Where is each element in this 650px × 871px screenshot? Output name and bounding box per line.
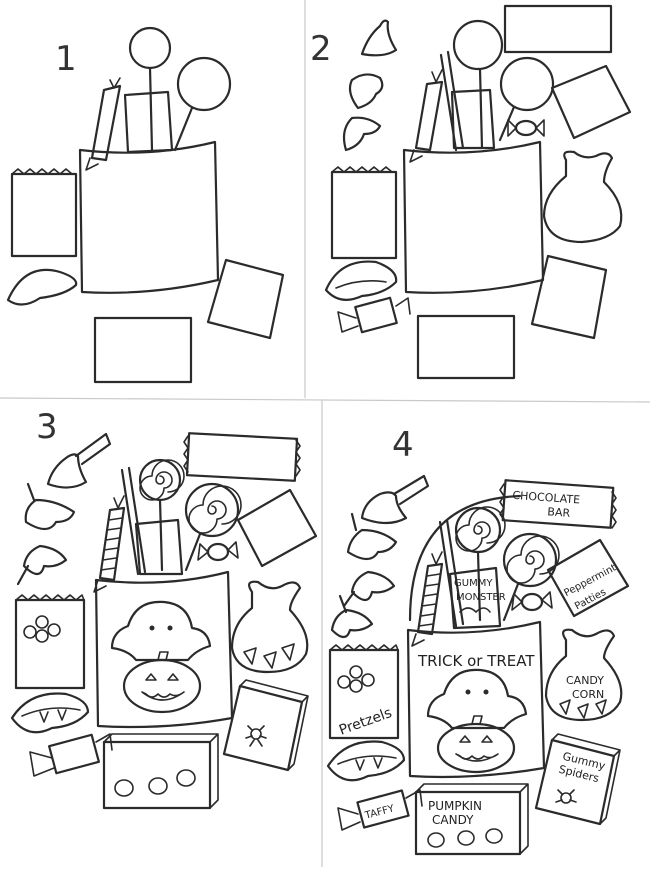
candy-corn-sack-sketch: [542, 150, 623, 244]
wrapped-candy-sketch: [507, 119, 545, 137]
kiss-sketch: [24, 498, 76, 531]
trick-or-treat-bag: [94, 570, 234, 729]
pumpkin-candy-box: [102, 733, 219, 810]
panel-4: 4 CHOCOLATE BAR: [326, 425, 630, 856]
kiss-sketch: [360, 19, 398, 57]
step-number-1: 1: [55, 39, 77, 79]
divider-horizontal: [0, 397, 650, 403]
pretzels-label: Pretzels: [337, 705, 394, 739]
lollipop-sketch: [498, 56, 555, 142]
gummy-pack: [134, 518, 184, 576]
kiss-sketch: [22, 544, 68, 576]
lips: [326, 740, 406, 782]
pumpkin-candy-box: PUMPKIN CANDY: [414, 783, 529, 856]
candy-stick-sketch: [85, 77, 122, 171]
candy-stick: [411, 551, 444, 647]
box-sketch: [530, 254, 608, 340]
chocolate-bar-label-line2: BAR: [547, 505, 571, 520]
candy-stick: [93, 495, 126, 593]
lollipop: [502, 532, 560, 622]
arch-line: [408, 494, 522, 622]
bag-sketch: [402, 140, 545, 294]
pretzels-pack: Pretzels: [328, 644, 400, 740]
chocolate-bar-sketch: [183, 432, 301, 482]
lollipop: [184, 482, 242, 572]
box-sketch: [93, 316, 193, 384]
gummy-monster-pack: GUMMY MONSTER: [448, 566, 506, 630]
pretzel-pack: [14, 594, 86, 690]
lips-sketch: [6, 268, 78, 306]
package-crimp: [331, 166, 393, 173]
kiss-sketch: [348, 73, 384, 110]
lollipop-sketch: [128, 26, 172, 152]
stick: [120, 468, 140, 576]
candy-stick-sketch: [409, 69, 444, 163]
package-crimp: [11, 168, 73, 175]
kiss-sketch: [46, 432, 112, 489]
peppermint-patties-pack: Peppermint Patties: [546, 538, 630, 618]
candy-label-box: CANDY: [432, 813, 474, 827]
step-number-3: 3: [36, 407, 58, 447]
pumpkin-label: PUMPKIN: [428, 799, 482, 813]
lollipop: [138, 458, 185, 572]
taffy-label: TAFFY: [363, 803, 396, 822]
box-sketch: [416, 314, 516, 380]
panel-2: 2: [310, 4, 632, 380]
bag-label: TRICK or TREAT: [417, 652, 535, 670]
trick-or-treat-bag: TRICK or TREAT: [406, 620, 546, 779]
spider-box: [222, 679, 309, 772]
package-sketch: [330, 170, 398, 260]
kiss: [360, 474, 430, 525]
peppermint-pack: [236, 488, 318, 568]
wrapped-candy: [197, 541, 239, 562]
package-sketch: [10, 172, 78, 258]
gummy-pack-sketch: [450, 88, 496, 150]
monster-label: MONSTER: [456, 592, 506, 603]
kiss: [350, 570, 396, 602]
chocolate-bar-sketch: [503, 4, 613, 54]
lips: [10, 692, 90, 734]
gummy-label: GUMMY: [454, 578, 493, 589]
gummy-spiders-box: Gummy Spiders: [534, 733, 621, 826]
bag-sketch: [78, 140, 220, 294]
step-number-4: 4: [392, 425, 414, 465]
candy-label: CANDY: [566, 674, 604, 687]
lollipop-sketch: [452, 19, 504, 150]
box-sketch: [206, 258, 285, 340]
peppermint-pack-sketch: [550, 64, 632, 140]
kiss: [346, 528, 398, 561]
step-number-2: 2: [310, 29, 332, 69]
kiss-sketch: [342, 116, 382, 152]
candy-bar-sketch: [123, 90, 174, 154]
taffy: [29, 733, 113, 777]
chocolate-bar-label-line1: CHOCOLATE: [512, 489, 580, 507]
wrapped-candy: [511, 591, 553, 612]
lips-sketch: [324, 260, 398, 301]
panel-3: 3: [10, 407, 318, 810]
chocolate-bar: CHOCOLATE BAR: [499, 479, 617, 529]
candy-corn-sack: [230, 580, 309, 674]
lollipop-sketch: [173, 56, 232, 152]
taffy-sketch: [337, 296, 411, 334]
candy-corn-sack: CANDY CORN: [544, 628, 623, 722]
corn-label: CORN: [572, 688, 604, 701]
taffy: TAFFY: [337, 789, 423, 831]
panel-1: 1: [6, 26, 285, 384]
kiss: [330, 608, 374, 639]
